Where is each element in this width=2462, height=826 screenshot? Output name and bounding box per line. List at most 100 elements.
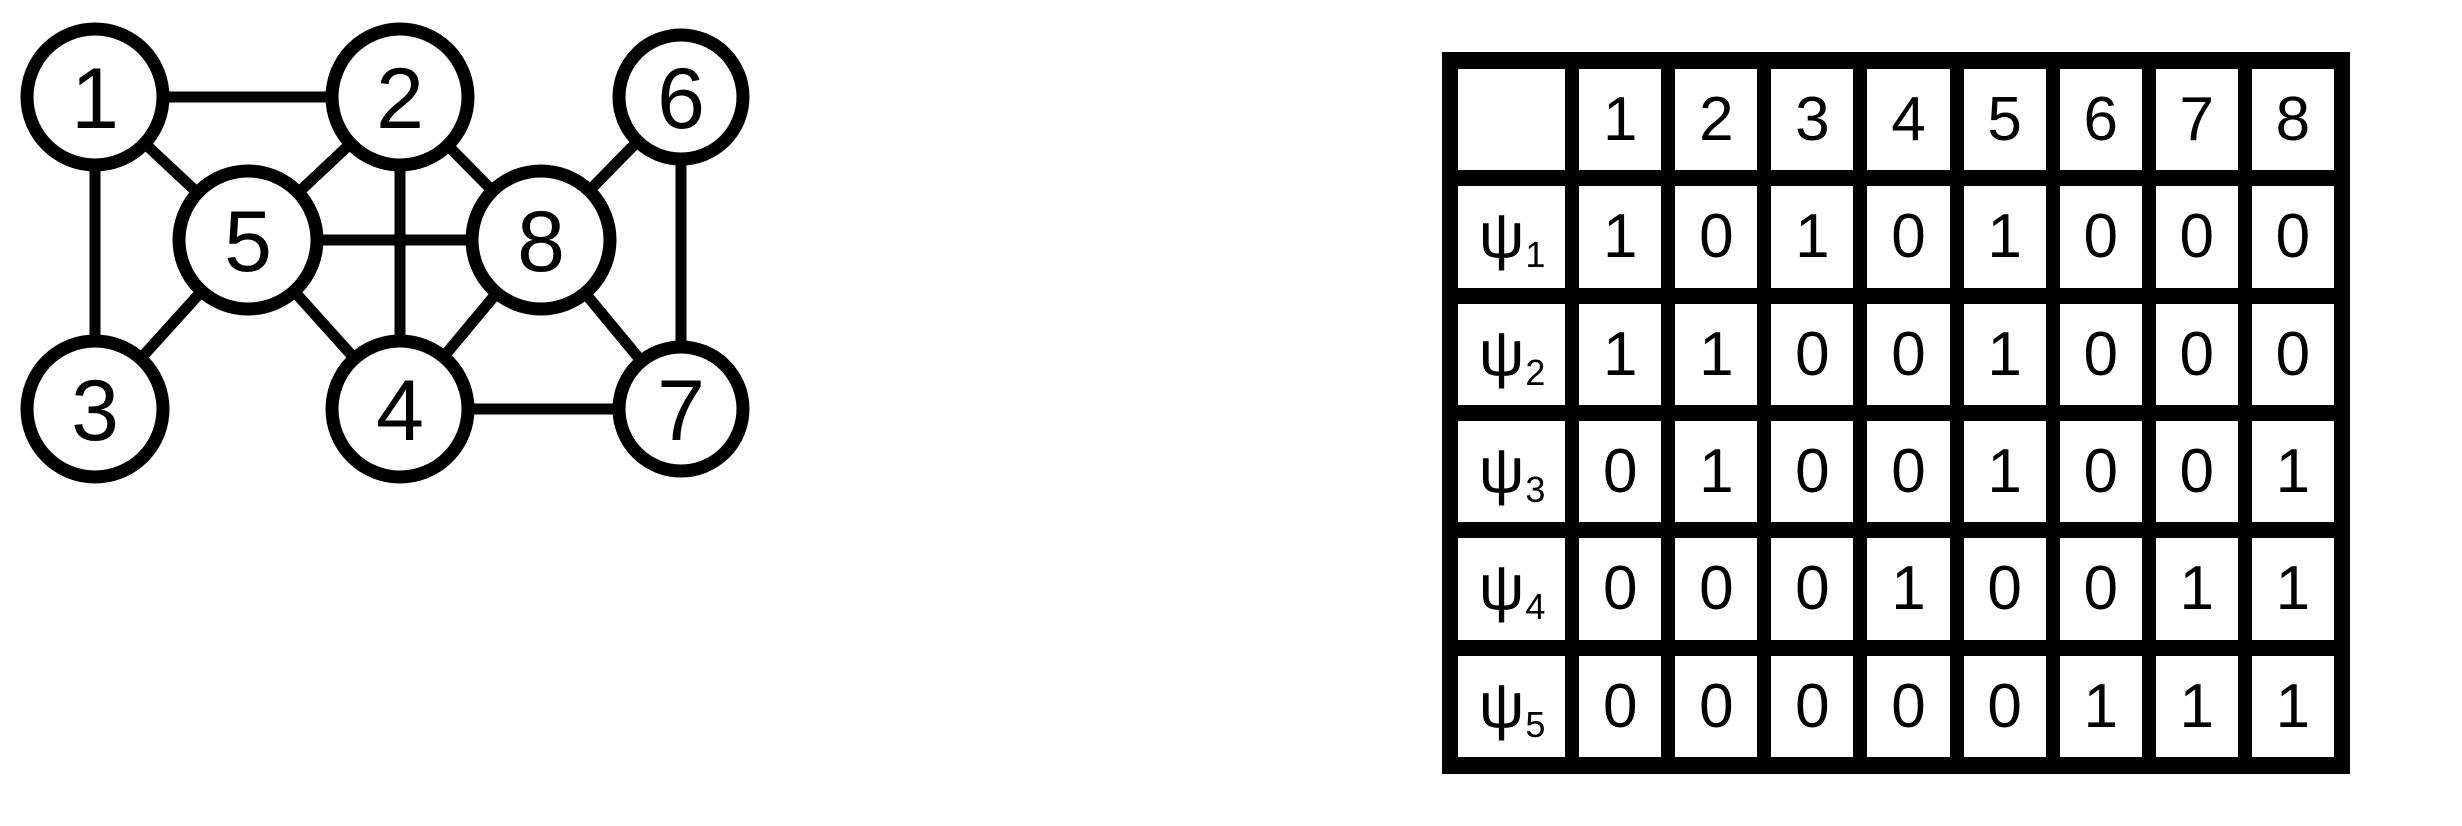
psi-subscript: 3 bbox=[1525, 469, 1546, 511]
node-label-1: 1 bbox=[71, 51, 119, 147]
matrix-cell-r5-c6: 1 bbox=[2052, 647, 2149, 765]
node-circle-2 bbox=[325, 22, 475, 172]
matrix-column-header-7: 7 bbox=[2148, 61, 2245, 179]
node-circle-4 bbox=[325, 334, 475, 484]
matrix-cell-r3-c2: 1 bbox=[1668, 412, 1765, 531]
matrix-cell-r2-c2: 1 bbox=[1668, 295, 1765, 413]
node-circle-5 bbox=[172, 164, 324, 316]
matrix-column-header-2: 2 bbox=[1668, 61, 1765, 179]
matrix-cell-r1-c8: 0 bbox=[2244, 178, 2341, 296]
graph-diagram: 1 2 6 5 8 3 4 7 bbox=[20, 22, 750, 484]
graph-node-8[interactable]: 8 bbox=[465, 164, 617, 316]
matrix-cell-r2-c7: 0 bbox=[2148, 295, 2245, 413]
node-circle-3 bbox=[20, 334, 170, 484]
node-label-7: 7 bbox=[657, 363, 705, 459]
graph-nodes: 1 2 6 5 8 3 4 7 bbox=[20, 22, 750, 484]
matrix-cell-r2-c1: 1 bbox=[1572, 295, 1669, 413]
matrix-cell-r1-c2: 0 bbox=[1668, 178, 1765, 296]
matrix-column-header-4: 4 bbox=[1860, 61, 1957, 179]
matrix-cell-r3-c4: 0 bbox=[1860, 412, 1957, 531]
matrix-cell-r5-c1: 0 bbox=[1572, 647, 1669, 765]
psi-symbol: ψ4 bbox=[1478, 551, 1546, 628]
matrix-cell-r4-c2: 0 bbox=[1668, 530, 1765, 648]
psi-symbol: ψ5 bbox=[1478, 668, 1546, 745]
node-circle-8 bbox=[465, 164, 617, 316]
matrix-cell-r2-c5: 1 bbox=[1956, 295, 2053, 413]
matrix-cell-r4-c8: 1 bbox=[2244, 530, 2341, 648]
matrix-cell-r2-c4: 0 bbox=[1860, 295, 1957, 413]
matrix-cell-r1-c5: 1 bbox=[1956, 178, 2053, 296]
matrix-cell-r4-c6: 0 bbox=[2052, 530, 2149, 648]
matrix-cell-r4-c5: 0 bbox=[1956, 530, 2053, 648]
matrix-row-label-psi3: ψ3 bbox=[1451, 412, 1573, 531]
matrix-cell-r5-c3: 0 bbox=[1764, 647, 1861, 765]
node-label-5: 5 bbox=[224, 194, 272, 290]
matrix-corner-cell bbox=[1451, 61, 1573, 179]
matrix-row-label-psi2: ψ2 bbox=[1451, 295, 1573, 413]
node-label-6: 6 bbox=[657, 51, 705, 147]
matrix-cell-r3-c1: 0 bbox=[1572, 412, 1669, 531]
matrix-cell-r5-c5: 0 bbox=[1956, 647, 2053, 765]
matrix-column-header-6: 6 bbox=[2052, 61, 2149, 179]
matrix-cell-r1-c1: 1 bbox=[1572, 178, 1669, 296]
node-label-2: 2 bbox=[376, 51, 424, 147]
node-label-8: 8 bbox=[517, 194, 565, 290]
matrix-cell-r4-c3: 0 bbox=[1764, 530, 1861, 648]
graph-node-7[interactable]: 7 bbox=[612, 340, 750, 478]
matrix-cell-r1-c6: 0 bbox=[2052, 178, 2149, 296]
psi-subscript: 5 bbox=[1525, 703, 1546, 745]
matrix-cell-r3-c8: 1 bbox=[2244, 412, 2341, 531]
graph-node-2[interactable]: 2 bbox=[325, 22, 475, 172]
node-circle-7 bbox=[612, 340, 750, 478]
graph-node-4[interactable]: 4 bbox=[325, 334, 475, 484]
matrix-cell-r5-c4: 0 bbox=[1860, 647, 1957, 765]
matrix-column-header-3: 3 bbox=[1764, 61, 1861, 179]
psi-subscript: 2 bbox=[1525, 351, 1546, 393]
matrix-column-header-5: 5 bbox=[1956, 61, 2053, 179]
psi-subscript: 1 bbox=[1525, 234, 1546, 276]
matrix-cell-r1-c7: 0 bbox=[2148, 178, 2245, 296]
matrix-column-header-1: 1 bbox=[1572, 61, 1669, 179]
matrix-row-label-psi5: ψ5 bbox=[1451, 647, 1573, 765]
node-label-4: 4 bbox=[376, 363, 424, 459]
node-circle-1 bbox=[20, 22, 170, 172]
matrix-cell-r3-c3: 0 bbox=[1764, 412, 1861, 531]
psi-symbol: ψ1 bbox=[1478, 199, 1546, 276]
matrix-cell-r4-c7: 1 bbox=[2148, 530, 2245, 648]
matrix-cell-r1-c3: 1 bbox=[1764, 178, 1861, 296]
graph-node-5[interactable]: 5 bbox=[172, 164, 324, 316]
matrix-row-label-psi1: ψ1 bbox=[1451, 178, 1573, 296]
matrix-row-label-psi4: ψ4 bbox=[1451, 530, 1573, 648]
matrix-cell-r2-c3: 0 bbox=[1764, 295, 1861, 413]
matrix-cell-r5-c8: 1 bbox=[2244, 647, 2341, 765]
node-circle-6 bbox=[612, 28, 750, 166]
graph-node-3[interactable]: 3 bbox=[20, 334, 170, 484]
matrix-cell-r4-c1: 0 bbox=[1572, 530, 1669, 648]
psi-symbol: ψ3 bbox=[1478, 434, 1546, 511]
matrix-cell-r3-c7: 0 bbox=[2148, 412, 2245, 531]
matrix-cell-r3-c5: 1 bbox=[1956, 412, 2053, 531]
node-label-3: 3 bbox=[71, 363, 119, 459]
matrix-column-header-8: 8 bbox=[2244, 61, 2341, 179]
matrix-cell-r5-c2: 0 bbox=[1668, 647, 1765, 765]
graph-node-6[interactable]: 6 bbox=[612, 28, 750, 166]
matrix-cell-r4-c4: 1 bbox=[1860, 530, 1957, 648]
graph-node-1[interactable]: 1 bbox=[20, 22, 170, 172]
graph-panel: 1 2 6 5 8 3 4 7 bbox=[0, 0, 800, 826]
psi-subscript: 4 bbox=[1525, 586, 1546, 628]
matrix-cell-r2-c8: 0 bbox=[2244, 295, 2341, 413]
matrix-cell-r5-c7: 1 bbox=[2148, 647, 2245, 765]
matrix-cell-r1-c4: 0 bbox=[1860, 178, 1957, 296]
psi-symbol: ψ2 bbox=[1478, 316, 1546, 393]
matrix-cell-r3-c6: 0 bbox=[2052, 412, 2149, 531]
